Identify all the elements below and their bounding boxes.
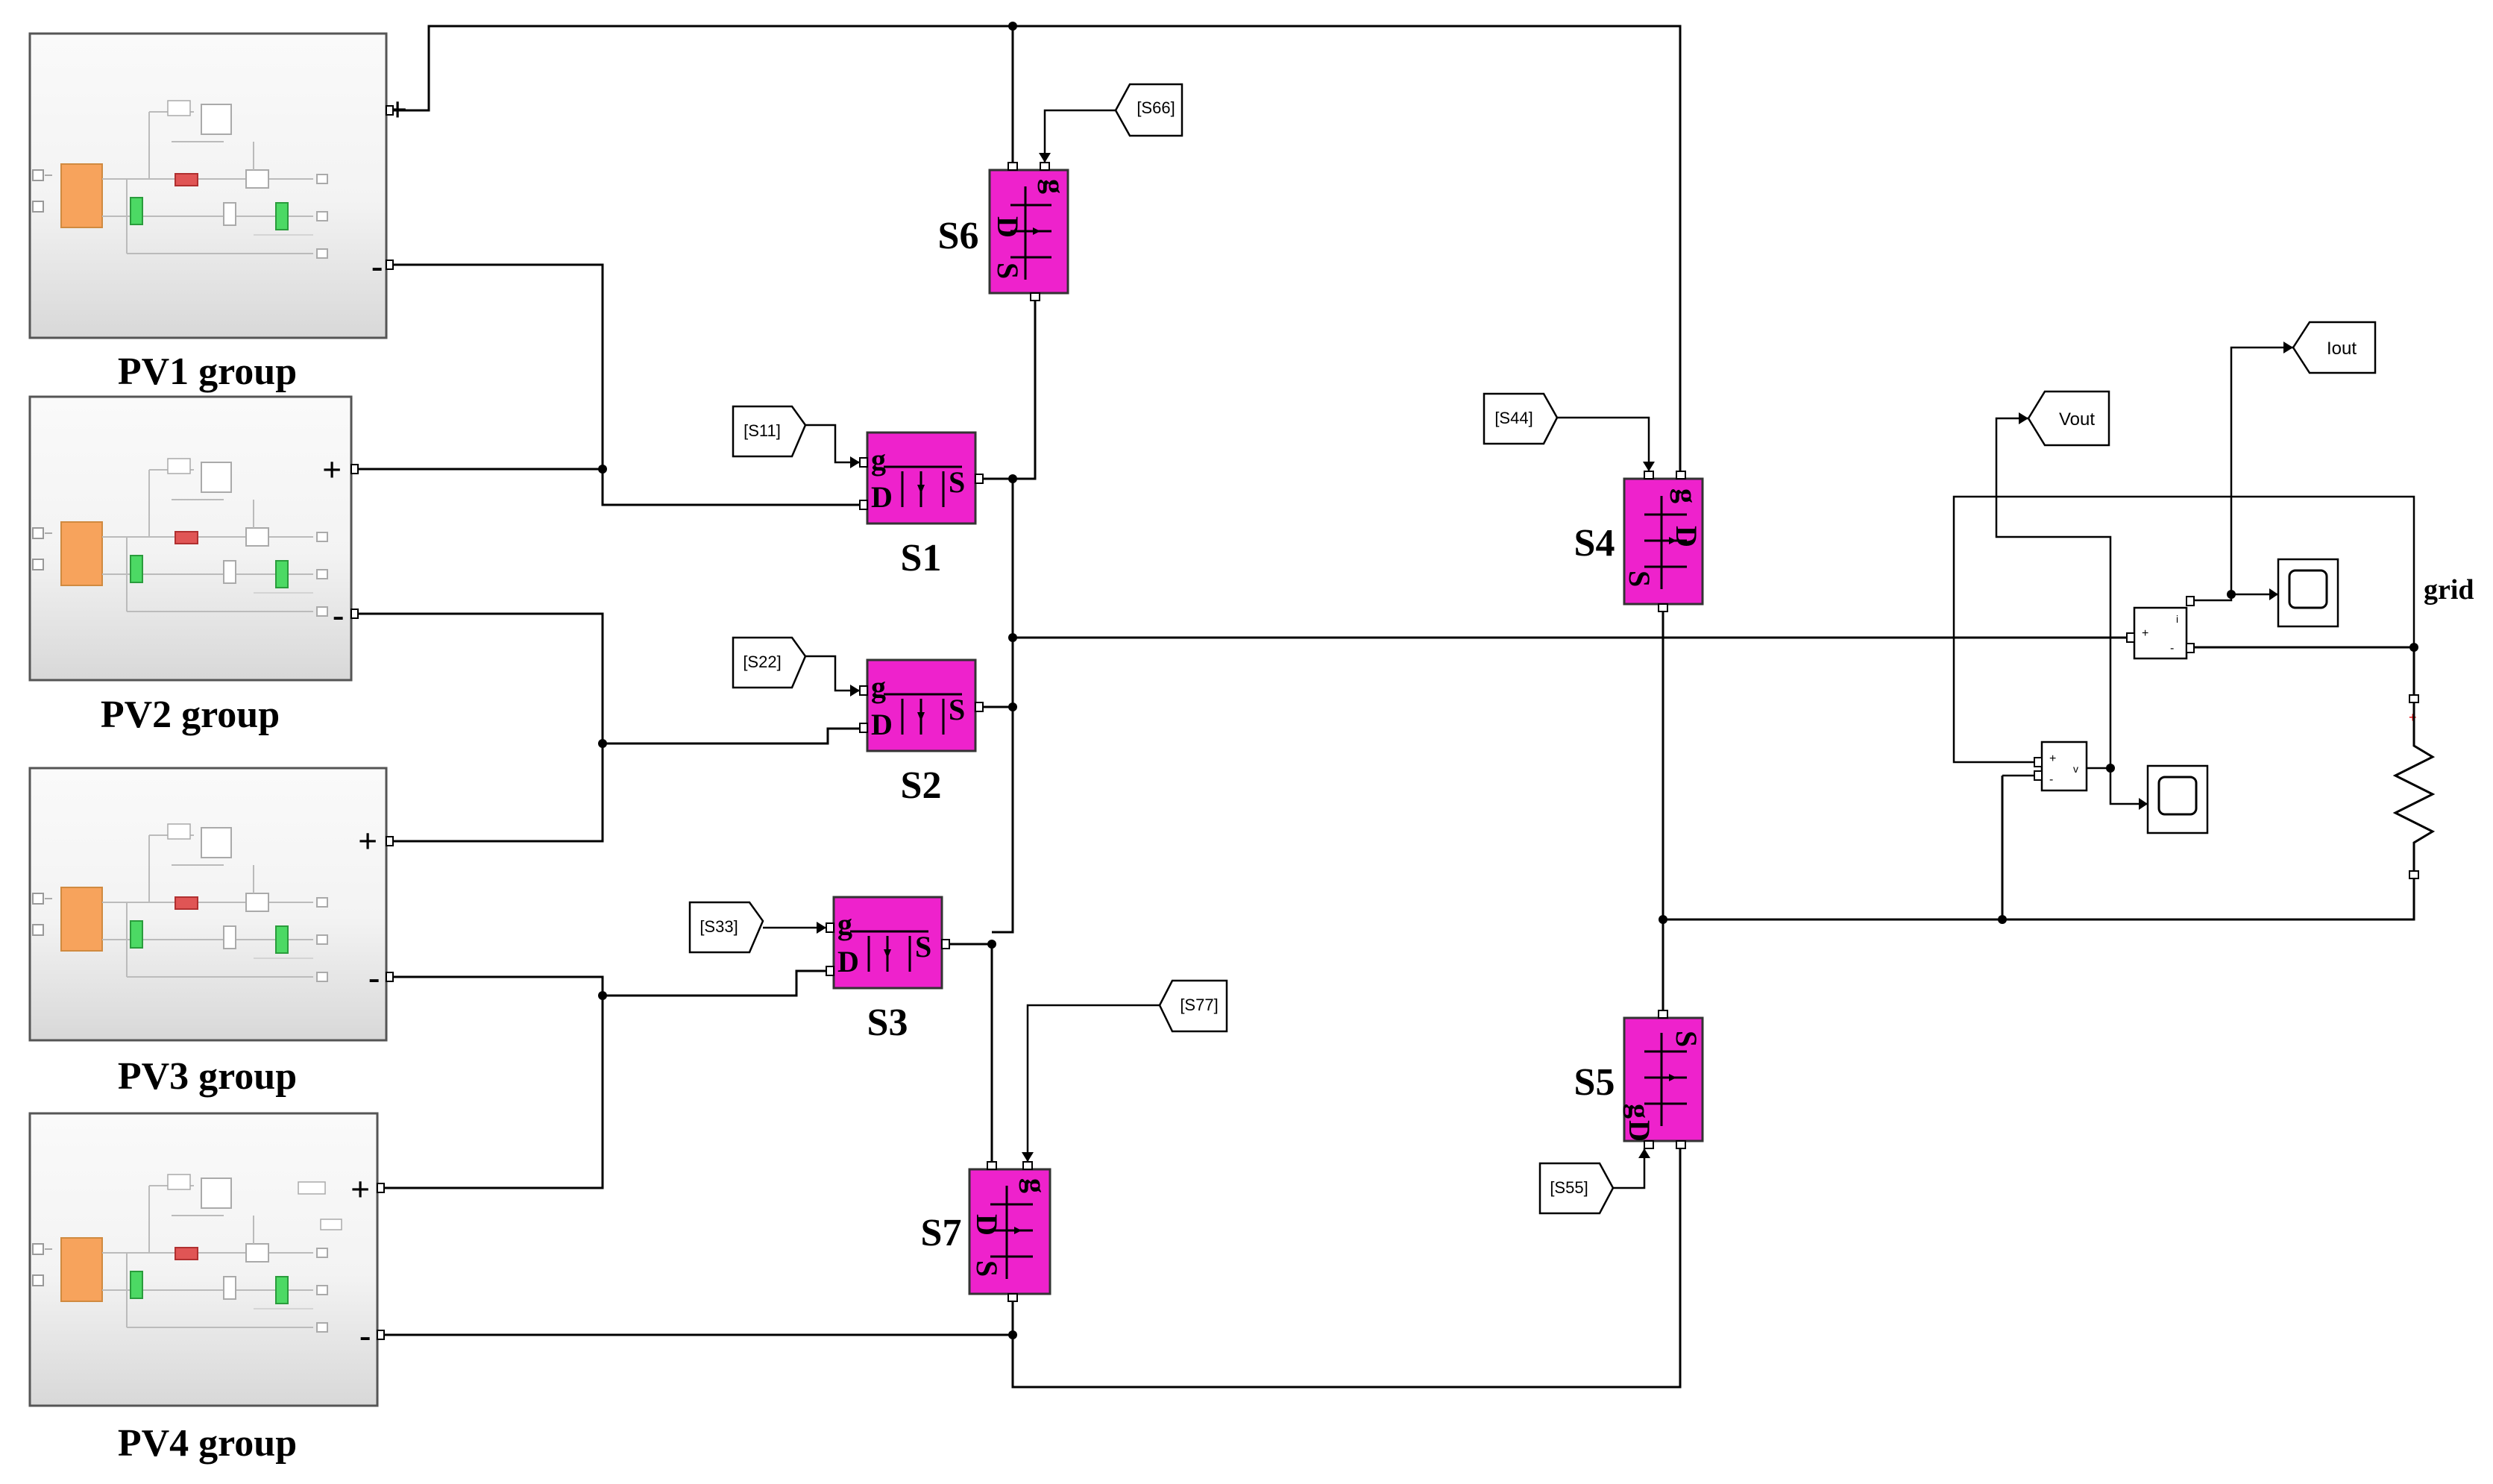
svg-text:[S11]: [S11] [744, 421, 781, 440]
pv2-plus-label: + [322, 450, 342, 488]
svg-text:-: - [2049, 773, 2053, 786]
svg-text:v: v [2073, 763, 2078, 775]
svg-text:i: i [2176, 613, 2178, 625]
mosfet-s3[interactable]: g D S S3 [826, 896, 950, 1044]
scope-voltage[interactable] [2139, 764, 2209, 834]
from-tag-s33[interactable]: [S33] [688, 901, 826, 954]
svg-text:Vout: Vout [2059, 409, 2095, 430]
from-tag-s44[interactable]: [S44] [1483, 392, 1655, 471]
mosfet-s4[interactable]: g D S S4 [1574, 471, 1704, 612]
s3-label: S3 [867, 1002, 908, 1044]
pv1-group-label: PV1 group [118, 350, 297, 393]
s7-source-pin: S [970, 1260, 1004, 1277]
pv2-group-label: PV2 group [101, 694, 280, 736]
svg-text:+: + [2049, 752, 2056, 765]
s4-source-pin: S [1623, 570, 1656, 587]
from-tag-s55[interactable]: [S55] [1538, 1148, 1650, 1215]
grid-label: grid [2424, 574, 2474, 606]
s2-label: S2 [901, 764, 942, 807]
svg-text:+: + [2409, 710, 2417, 725]
mosfet-s7[interactable]: D g S S7 [921, 1161, 1052, 1302]
svg-text:-: - [2170, 642, 2174, 655]
s1-drain-pin: D [871, 480, 893, 514]
s1-source-pin: S [949, 465, 965, 499]
s4-gate-pin: g [1670, 488, 1703, 503]
mosfet-s6[interactable]: D g S S6 [938, 162, 1071, 301]
s2-source-pin: S [949, 693, 965, 726]
scope-current[interactable] [2269, 558, 2339, 628]
s6-source-pin: S [991, 262, 1025, 279]
voltage-measurement-block[interactable]: + - v [2034, 741, 2088, 792]
svg-text:[S22]: [S22] [743, 653, 781, 671]
s2-gate-pin: g [871, 670, 886, 704]
s7-drain-pin: D [970, 1214, 1004, 1236]
pv2-minus-label: - [333, 596, 344, 634]
s1-gate-pin: g [871, 443, 886, 477]
s3-source-pin: S [915, 930, 931, 963]
s2-drain-pin: D [871, 708, 893, 741]
pv-group-3[interactable]: + - PV3 group [28, 767, 394, 1098]
pv3-minus-label: - [368, 958, 380, 996]
pv4-group-label: PV4 group [118, 1422, 297, 1465]
pv1-minus-label: - [371, 247, 383, 285]
from-tag-s11[interactable]: [S11] [732, 405, 860, 468]
junctions [598, 22, 2418, 1339]
svg-text:[S33]: [S33] [700, 917, 738, 936]
pv3-plus-label: + [358, 822, 377, 860]
pv4-minus-label: - [359, 1316, 371, 1354]
s1-label: S1 [901, 537, 942, 579]
svg-text:+: + [2142, 627, 2148, 640]
pv4-plus-label: + [350, 1170, 370, 1208]
s5-gate-pin: g [1623, 1104, 1656, 1119]
current-measurement-block[interactable]: + - i [2126, 596, 2195, 660]
s4-drain-pin: D [1670, 526, 1703, 547]
from-tag-s66[interactable]: [S66] [1039, 83, 1183, 163]
goto-tag-vout[interactable]: Vout [2019, 390, 2110, 447]
mosfet-s1[interactable]: g D S S1 [859, 431, 984, 579]
wires [355, 25, 2415, 1389]
mosfet-s5[interactable]: S g D S5 [1574, 1010, 1704, 1149]
s3-drain-pin: D [837, 945, 859, 978]
s7-label: S7 [921, 1212, 962, 1254]
s6-gate-pin: g [1037, 179, 1071, 194]
from-tag-s77[interactable]: [S77] [1022, 979, 1228, 1162]
svg-text:[S55]: [S55] [1550, 1178, 1588, 1197]
grid-load-resistor[interactable]: + [2392, 694, 2436, 879]
s5-drain-pin: D [1623, 1120, 1656, 1142]
pv-group-4[interactable]: + - PV4 group [28, 1112, 385, 1465]
svg-text:Iout: Iout [2327, 339, 2357, 359]
pv3-group-label: PV3 group [118, 1055, 297, 1098]
mosfet-s2[interactable]: g D S S2 [859, 658, 984, 807]
pv-group-2[interactable]: + - PV2 group [28, 395, 359, 736]
s5-source-pin: S [1670, 1031, 1703, 1047]
pv-group-1[interactable]: + - PV1 group [28, 32, 407, 393]
s4-label: S4 [1574, 522, 1615, 565]
from-tag-s22[interactable]: [S22] [732, 636, 860, 697]
s7-gate-pin: g [1019, 1178, 1052, 1193]
s3-gate-pin: g [837, 908, 852, 941]
s5-label: S5 [1574, 1061, 1615, 1104]
s6-label: S6 [938, 215, 979, 257]
svg-text:[S66]: [S66] [1137, 98, 1175, 117]
svg-text:[S44]: [S44] [1494, 409, 1532, 427]
s6-drain-pin: D [991, 216, 1025, 238]
svg-text:[S77]: [S77] [1180, 996, 1218, 1014]
goto-tag-iout[interactable]: Iout [2283, 321, 2377, 374]
